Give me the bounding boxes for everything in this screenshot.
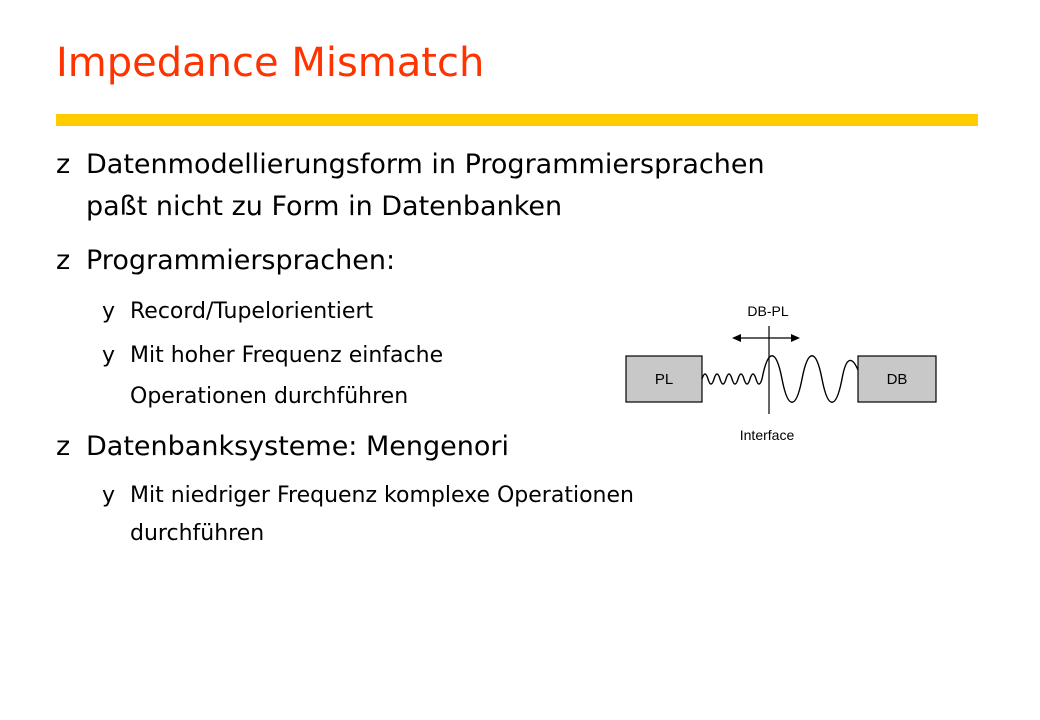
bullet-marker: y <box>102 343 116 368</box>
page-title: Impedance Mismatch <box>56 40 485 86</box>
bullet-text: Mit niedriger Frequenz komplexe Operatio… <box>130 483 634 508</box>
impedance-diagram: DB-PL PL DB Interface <box>625 303 937 443</box>
bullet-marker: z <box>56 149 71 180</box>
bullet-marker: y <box>102 483 116 508</box>
bullet-text: Programmiersprachen: <box>86 245 396 276</box>
bullet-marker: z <box>56 431 71 462</box>
bullet-text: Mit hoher Frequenz einfache <box>130 343 444 368</box>
bullet-text: paßt nicht zu Form in Datenbanken <box>86 191 563 222</box>
bullet-text: Record/Tupelorientiert <box>130 299 374 324</box>
db-box <box>857 355 937 403</box>
bullet-text: Operationen durchführen <box>130 384 409 409</box>
bullet-text: Datenbanksysteme: Mengenori <box>86 431 509 462</box>
title-rule <box>56 114 978 126</box>
db-box-label: DB <box>887 371 908 388</box>
arrow-left-head <box>732 334 741 342</box>
pl-box <box>625 355 703 403</box>
bullet-marker: y <box>102 299 116 324</box>
low-frequency-wave <box>761 355 859 403</box>
pl-box-label: PL <box>655 371 673 388</box>
diagram-top-label: DB-PL <box>747 303 788 319</box>
bullet-marker: z <box>56 245 71 276</box>
diagram-bottom-label: Interface <box>740 427 795 443</box>
bullet-text: durchführen <box>130 521 265 546</box>
high-frequency-wave <box>701 373 763 385</box>
bullet-text: Datenmodellierungsform in Programmierspr… <box>86 149 765 180</box>
arrow-right-head <box>791 334 800 342</box>
